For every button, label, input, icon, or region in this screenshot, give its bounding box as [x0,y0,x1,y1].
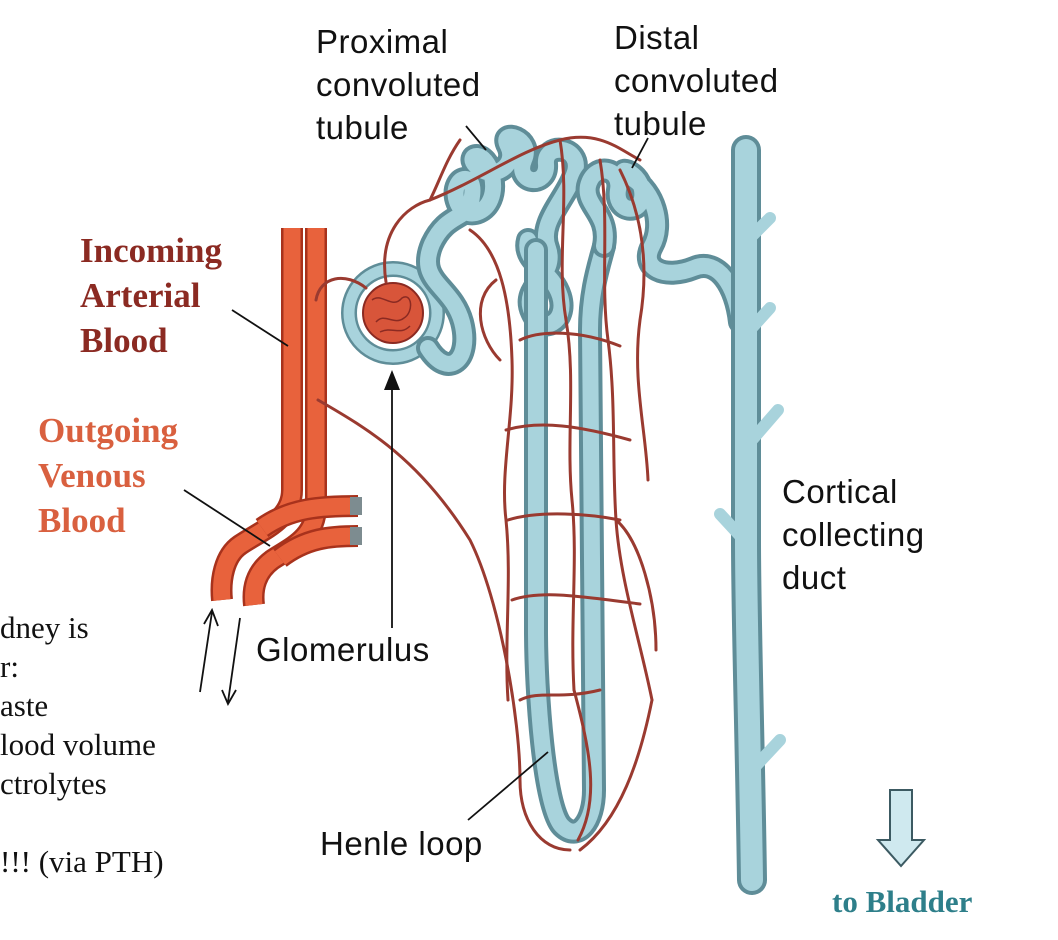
proximal-tubule [420,128,584,372]
label-distal-line-2: convoluted [614,62,779,99]
leader-lines [183,125,649,821]
cap-i [506,512,622,522]
collecting-duct [735,139,763,891]
label-incoming-line-1: Incoming [80,231,222,270]
artery-cut-end [350,497,362,515]
cap-k [518,688,602,702]
duct-branch-3 [746,404,784,446]
label-proximal-line-2: convoluted [316,66,481,103]
label-henle-text: Henle loop [320,825,483,862]
label-incoming-arterial-blood: Incoming Arterial Blood [80,228,222,363]
glomerulus-ball [362,282,424,344]
label-outgoing-line-2: Venous [38,456,146,495]
glomerulus-arrowhead [384,370,400,390]
label-bladder-text: to Bladder [832,884,973,919]
afferent-arteriole [314,277,368,302]
distal-tubule [579,162,748,330]
tubule-system [341,124,786,895]
bowmans-capsule-fill [343,263,443,363]
up-down-arrows-icon [199,607,241,707]
label-cortical-line-3: duct [782,559,847,596]
henle-loop [528,238,612,840]
label-henle-loop: Henle loop [320,822,483,865]
leader-proximal [465,125,487,151]
vein-cut-end [350,527,362,545]
cap-o [614,518,658,652]
label-cortical-collecting-duct: Cortical collecting duct [782,470,925,599]
duct-branch-5 [746,734,786,776]
label-incoming-line-2: Arterial [80,276,201,315]
blood-vessels [210,228,424,607]
side-text-line-1: dney is [0,610,89,645]
label-incoming-line-3: Blood [80,321,168,360]
cap-n [578,698,654,852]
vein-vertical [245,228,325,606]
leader-henle [467,751,549,821]
duct-branch-2 [744,302,776,336]
glomerulus-texture [371,296,412,333]
side-text-block: dney is r: aste lood volume ctrolytes !!… [0,608,164,881]
label-cortical-line-2: collecting [782,516,925,553]
label-to-bladder: to Bladder [832,884,972,920]
label-outgoing-line-3: Blood [38,501,126,540]
label-distal: Distal convoluted tubule [614,16,779,145]
label-glomerulus: Glomerulus [256,628,430,671]
label-distal-line-1: Distal [614,19,700,56]
cap-j [510,593,642,606]
label-outgoing-venous-blood: Outgoing Venous Blood [38,408,178,543]
cap-l [572,688,593,842]
side-text-line-2: r: [0,649,19,684]
vein-branch [274,527,359,565]
label-glomerulus-text: Glomerulus [256,631,430,668]
leader-distal [631,137,649,169]
label-proximal-line-3: tubule [316,109,409,146]
side-text-line-6 [0,803,164,842]
duct-branch-4 [714,508,750,546]
cap-b [428,135,642,202]
cap-g [518,331,622,348]
capillaries [314,135,658,852]
down-arrow-icon [875,789,927,868]
cap-f [618,168,650,482]
artery-branch [257,497,359,536]
side-text-line-7: !!! (via PTH) [0,844,164,879]
side-text-line-3: aste [0,688,49,723]
label-outgoing-line-1: Outgoing [38,411,179,450]
leader-incoming [231,309,289,347]
label-proximal-line-1: Proximal [316,23,449,60]
cap-e [598,158,654,702]
cap-h [504,423,632,442]
label-proximal: Proximal convoluted tubule [316,20,481,149]
label-distal-line-3: tubule [614,105,707,142]
cap-c [468,228,514,702]
leader-outgoing [183,489,271,547]
side-text-line-4: lood volume [0,727,156,762]
side-text-line-5: ctrolytes [0,766,107,801]
cap-m [478,278,502,362]
cap-d [558,138,576,692]
duct-branch-1 [742,212,776,246]
label-cortical-line-1: Cortical [782,473,898,510]
cap-a [316,398,572,852]
